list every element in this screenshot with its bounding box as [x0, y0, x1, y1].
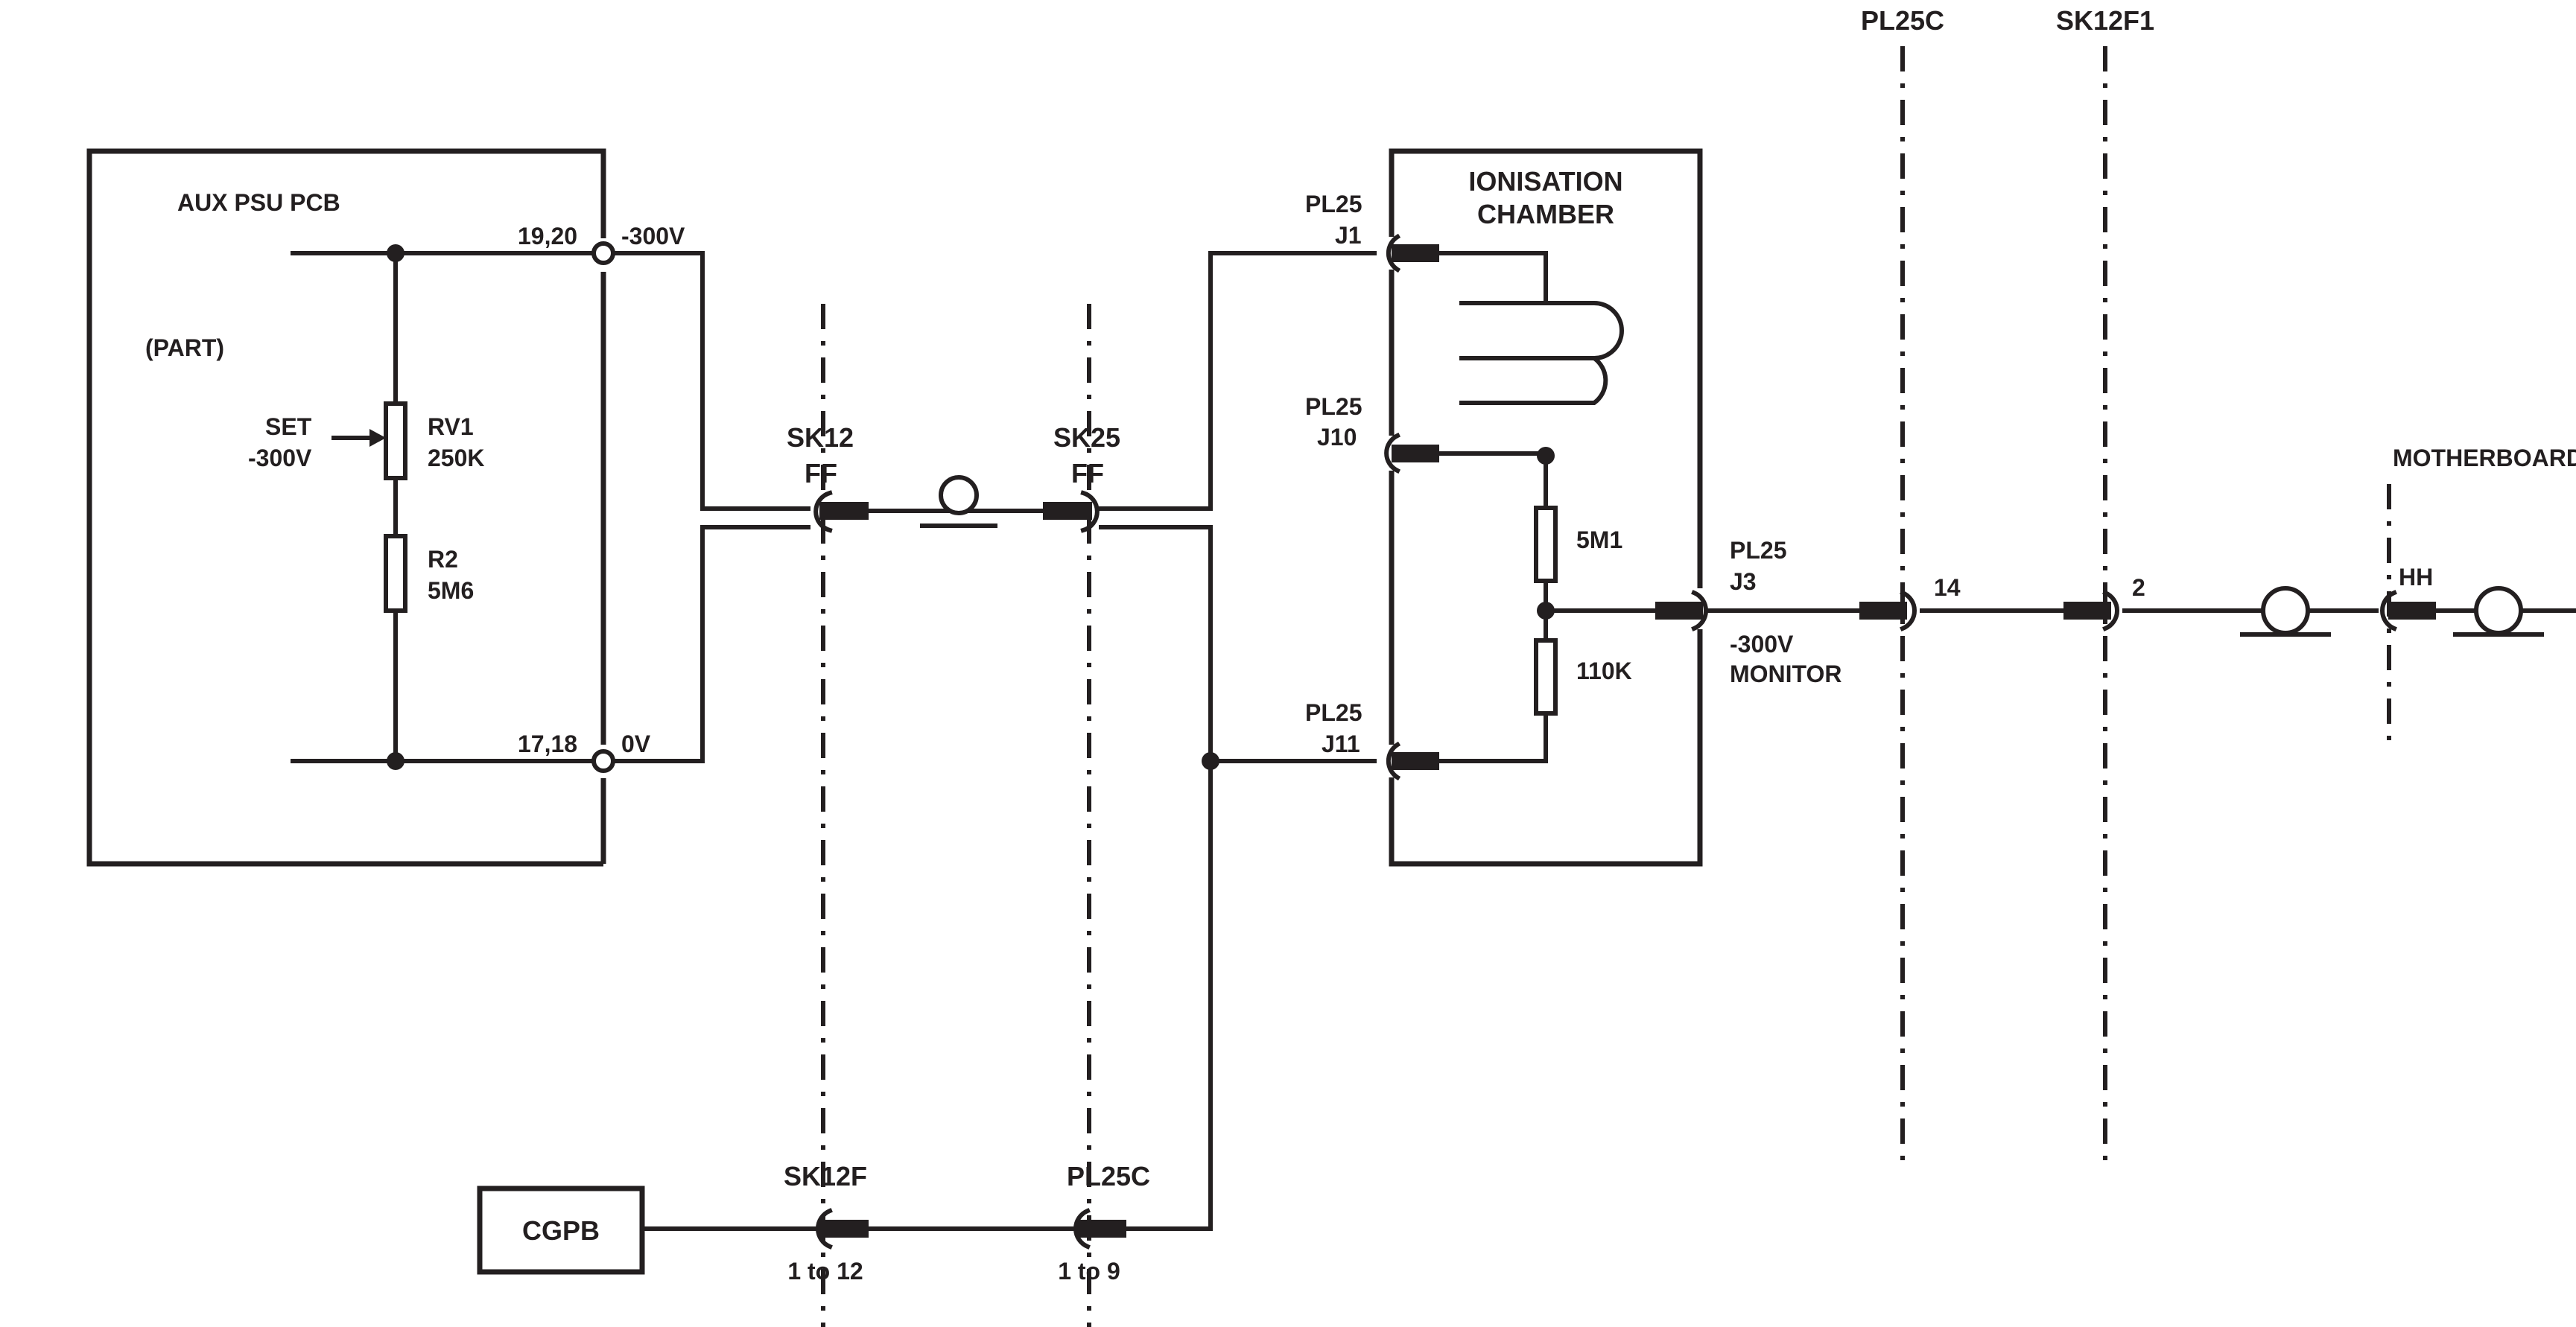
pins-top: 19,20 — [518, 223, 577, 249]
coax-symbol — [2474, 586, 2523, 635]
socket-cup — [1384, 433, 1400, 474]
resistor-5m1 — [1534, 506, 1558, 583]
sk12-ff-label: FF — [805, 458, 837, 489]
socket-cup — [1900, 590, 1917, 631]
voltage-bottom: 0V — [621, 731, 651, 757]
socket-cup — [813, 490, 833, 533]
sk12-label: SK12 — [787, 422, 854, 453]
set-label: SET — [265, 413, 312, 440]
j10-ref: PL25 — [1305, 393, 1362, 420]
j11-pin: J11 — [1322, 731, 1360, 757]
chamber-electrode-coil — [1459, 301, 1624, 405]
pl25c-bottom-range: 1 to 9 — [1058, 1258, 1120, 1285]
cgpb-block: CGPB — [477, 1186, 645, 1275]
wire-to-j11 — [1099, 525, 1213, 1231]
wire-to-j1 — [1099, 251, 1377, 511]
terminal-bottom — [591, 749, 615, 773]
pl25c-bottom-label: PL25C — [1067, 1161, 1150, 1191]
r-lower-label: 110K — [1576, 658, 1632, 684]
monitor-line-2: MONITOR — [1730, 661, 1842, 687]
chamber-j11-wire — [1437, 711, 1548, 763]
sk12f1-top-label: SK12F1 — [2056, 5, 2154, 36]
socket-cup — [2102, 590, 2119, 631]
terminal-top — [591, 241, 615, 265]
ionisation-chamber: IONISATION CHAMBER PL25 J1 PL25 J10 PL25… — [1305, 148, 1842, 867]
plug-pin — [2388, 602, 2436, 620]
aux-psu-pcb: AUX PSU PCB (PART) SET -300V RV1 250K R2… — [86, 148, 685, 867]
aux-psu-outline — [86, 148, 606, 867]
pl25c-pin: 14 — [1934, 574, 1961, 601]
plug-pin — [1392, 445, 1439, 462]
rv1-resistor — [384, 401, 407, 480]
j1-ref: PL25 — [1305, 191, 1362, 217]
junction-dot — [1202, 752, 1219, 770]
sk12f1-pin: 2 — [2132, 574, 2145, 601]
sk25-label: SK25 — [1053, 422, 1120, 453]
r2-ref: R2 — [428, 546, 458, 573]
pl25c-top-label: PL25C — [1861, 5, 1944, 36]
hh-label: HH — [2399, 564, 2433, 591]
plug-pin — [1392, 752, 1439, 770]
rv1-ref: RV1 — [428, 413, 474, 440]
sk12-connector: SK12 FF — [787, 422, 869, 533]
j3-pin: J3 — [1730, 568, 1757, 595]
j11-ref: PL25 — [1305, 699, 1362, 726]
chamber-outline — [1389, 148, 1703, 588]
resistor-110k — [1534, 638, 1558, 716]
coax-symbol — [939, 475, 979, 515]
socket-cup — [2380, 590, 2397, 631]
rv1-wiper-arrowhead — [369, 429, 386, 447]
j1-pin: J1 — [1335, 222, 1362, 249]
set-value: -300V — [248, 445, 312, 471]
chamber-outline-bottom — [1389, 629, 1703, 867]
socket-cup — [1073, 1208, 1091, 1250]
chamber-feed-wire — [1437, 251, 1548, 305]
rv1-value: 250K — [428, 445, 485, 471]
pins-bottom: 17,18 — [518, 731, 577, 757]
plug-pin — [2063, 602, 2111, 620]
aux-psu-part: (PART) — [145, 334, 224, 361]
cgpb-label: CGPB — [522, 1215, 600, 1246]
socket-cup — [1386, 233, 1401, 273]
monitor-line-1: -300V — [1730, 631, 1794, 658]
plug-pin — [1043, 502, 1092, 520]
sk25-connector: SK25 FF — [1043, 422, 1120, 533]
r2-value: 5M6 — [428, 577, 474, 604]
plug-pin — [1392, 244, 1439, 262]
sk12f-range: 1 to 12 — [787, 1258, 863, 1285]
r2-resistor — [384, 534, 407, 613]
sk12f-label: SK12F — [784, 1161, 867, 1191]
plug-pin — [1077, 1220, 1126, 1238]
motherboard-label: MOTHERBOARD — [2393, 445, 2576, 471]
wire-psu-bottom — [611, 525, 810, 763]
socket-cup — [1386, 741, 1401, 781]
j3-ref: PL25 — [1730, 537, 1786, 564]
junction-dot — [1537, 447, 1555, 465]
coax-symbol — [2261, 586, 2310, 635]
plug-pin — [819, 1220, 869, 1238]
j10-pin: J10 — [1317, 424, 1357, 451]
plug-pin — [1859, 602, 1907, 620]
wire-psu-top — [611, 251, 810, 511]
voltage-top: -300V — [621, 223, 685, 249]
sk25-ff-label: FF — [1071, 458, 1104, 489]
aux-psu-title: AUX PSU PCB — [177, 189, 340, 216]
plug-pin — [1655, 602, 1703, 620]
chamber-title-1: IONISATION — [1468, 166, 1622, 197]
plug-pin — [819, 502, 869, 520]
chamber-title-2: CHAMBER — [1477, 199, 1614, 229]
r-upper-label: 5M1 — [1576, 526, 1622, 553]
socket-cup — [816, 1208, 833, 1250]
socket-cup — [1080, 490, 1100, 533]
